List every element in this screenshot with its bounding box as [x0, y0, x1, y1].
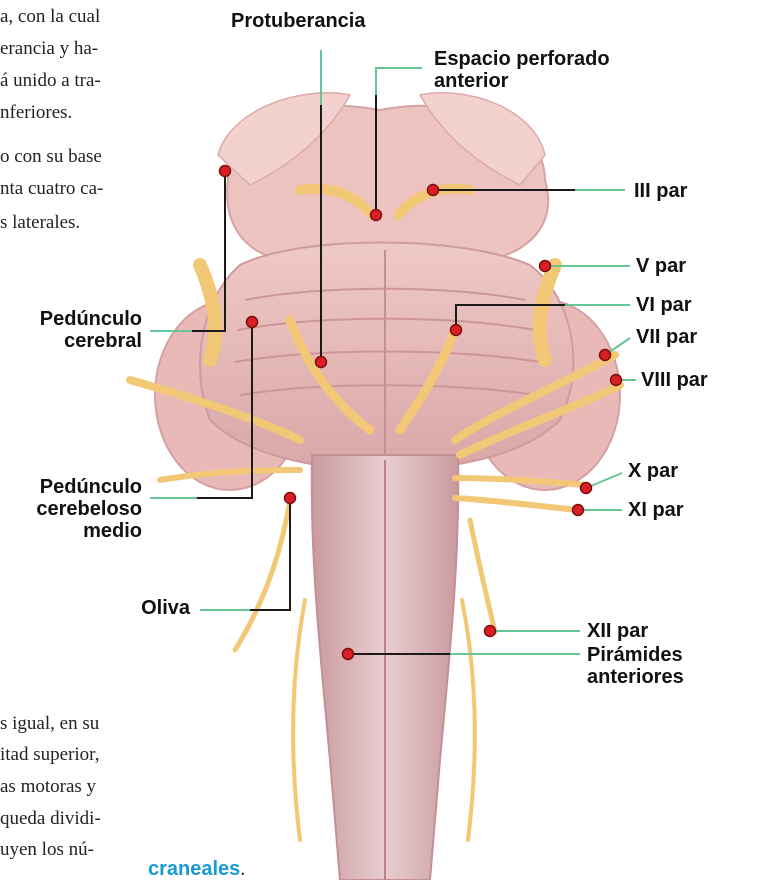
body-text-line: itad superior, [0, 744, 100, 766]
body-text-highlight-line: craneales. [148, 858, 245, 880]
label-piramides-2: anteriores [587, 666, 684, 689]
dot-pedunculo-cerebral [220, 166, 231, 177]
dot-piramides [343, 649, 354, 660]
leader-oliva-dark [250, 498, 290, 610]
label-pedunculo-cerebeloso-2: cerebeloso [10, 498, 142, 521]
label-protuberancia: Protuberancia [231, 10, 365, 33]
label-vi-par: VI par [636, 294, 692, 317]
body-text-line: o con su base [0, 146, 102, 168]
label-vii-par: VII par [636, 326, 697, 349]
dot-protuberancia [316, 357, 327, 368]
body-text-line: uyen los nú- [0, 839, 94, 861]
label-piramides-1: Pirámides [587, 644, 683, 667]
body-text-line: a, con la cual [0, 6, 100, 28]
dot-xii-par [485, 626, 496, 637]
body-text-line: nferiores. [0, 102, 72, 124]
body-text-line: erancia y ha- [0, 38, 98, 60]
highlight-term: craneales [148, 858, 240, 880]
dot-pedunculo-cerebeloso [247, 317, 258, 328]
label-pedunculo-cerebeloso-1: Pedúnculo [10, 476, 142, 499]
dot-x-par [581, 483, 592, 494]
body-text-line: nta cuatro ca- [0, 178, 103, 200]
dot-iii-par [428, 185, 439, 196]
dot-vii-par [600, 350, 611, 361]
leader-espacio-green [376, 68, 422, 95]
label-xi-par: XI par [628, 499, 684, 522]
dot-vi-par [451, 325, 462, 336]
highlight-tail: . [240, 858, 245, 880]
label-iii-par: III par [634, 180, 687, 203]
label-viii-par: VIII par [641, 369, 708, 392]
body-text-line: queda dividi- [0, 808, 101, 830]
body-text-line: s igual, en su [0, 713, 99, 735]
dot-espacio-perforado [371, 210, 382, 221]
dot-v-par [540, 261, 551, 272]
body-text-line: as motoras y [0, 776, 96, 798]
label-espacio-perforado-1: Espacio perforado [434, 48, 610, 71]
body-text-line: s laterales. [0, 212, 80, 234]
label-espacio-perforado-2: anterior [434, 70, 508, 93]
medulla [312, 455, 459, 880]
label-xii-par: XII par [587, 620, 648, 643]
label-pedunculo-cerebeloso-3: medio [10, 520, 142, 543]
label-x-par: X par [628, 460, 678, 483]
label-v-par: V par [636, 255, 686, 278]
pons [200, 243, 573, 471]
upper-brain-mass [218, 93, 548, 262]
dot-viii-par [611, 375, 622, 386]
body-text-line: á unido a tra- [0, 70, 101, 92]
dot-oliva [285, 493, 296, 504]
label-pedunculo-cerebral-1: Pedúnculo [20, 308, 142, 331]
dot-xi-par [573, 505, 584, 516]
label-pedunculo-cerebral-2: cerebral [20, 330, 142, 353]
label-oliva: Oliva [90, 597, 190, 620]
